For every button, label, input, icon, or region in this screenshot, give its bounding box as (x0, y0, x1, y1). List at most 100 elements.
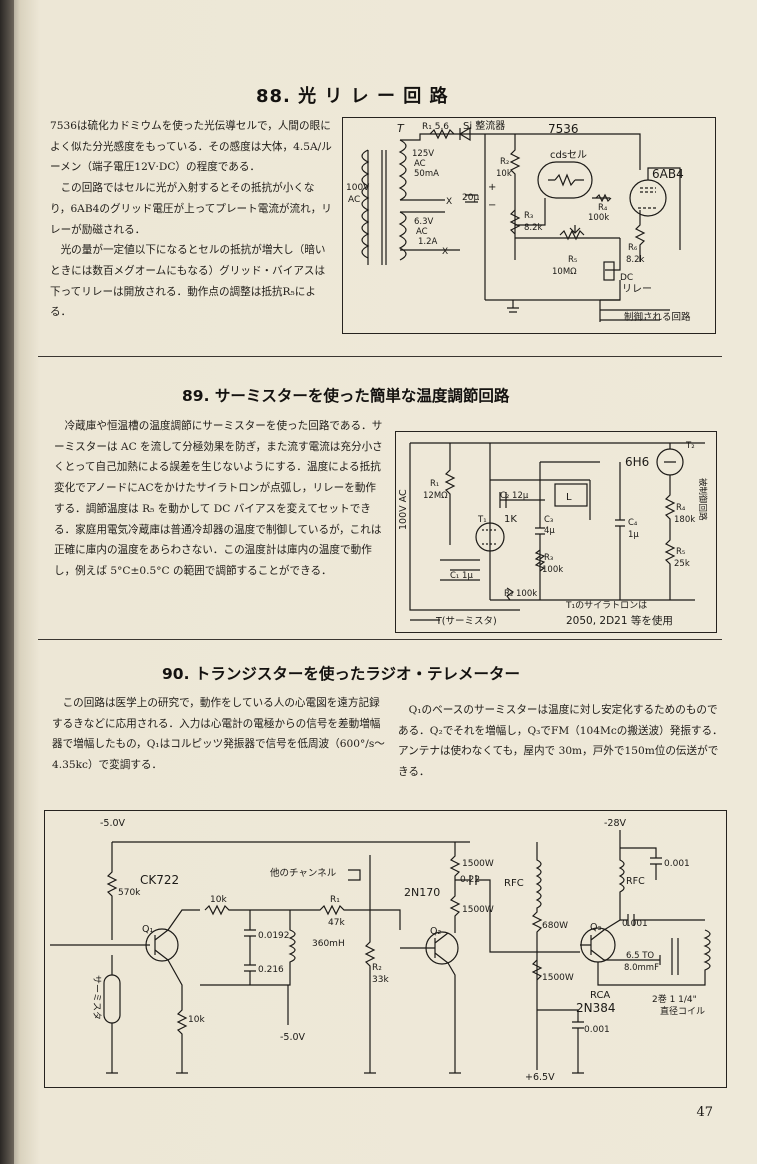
c88-R3b: 8.2k (524, 223, 543, 233)
c88-R4b: 100k (588, 213, 609, 223)
c88-plus: + (488, 182, 496, 193)
c89-R5b: 25k (674, 559, 690, 569)
c90-v5bot: -5.0V (280, 1032, 306, 1043)
c88-T: T (397, 122, 405, 135)
c89-R4b: 180k (674, 515, 695, 525)
c88-dc: DC (620, 273, 633, 283)
section-90-title: 90. トランジスターを使ったラジオ・テレメーター (162, 665, 521, 683)
c88-tube: 6AB4 (652, 167, 684, 181)
c90-rfc2: RFC (626, 876, 645, 887)
c88-125v: 125V (412, 149, 434, 159)
c88-relay: リレー (622, 284, 652, 295)
c89-C4b: 1μ (628, 530, 639, 540)
c90-r1500c: 1500W (542, 973, 574, 983)
c90-v65: +6.5V (525, 1072, 555, 1083)
c90-q3: Q₃ (590, 922, 601, 933)
c89-side: 被制御回路 (697, 478, 708, 521)
c90-ck: CK722 (140, 873, 179, 887)
c89-L: L (566, 492, 572, 503)
c89-R3b: 100k (542, 565, 563, 575)
c89-note2: 2050, 2D21 等を使用 (566, 614, 673, 627)
c90-r570: 570k (118, 888, 141, 898)
c90-v5top: -5.0V (100, 818, 126, 829)
c88-50ma: 50mA (414, 169, 439, 179)
c90-r680: 680W (542, 921, 568, 931)
c90-R1a: R₁ (330, 895, 340, 905)
circuit-89-frame (395, 431, 717, 633)
c89-R1a: R₁ (430, 479, 439, 489)
c88-R5b: 10MΩ (552, 267, 577, 277)
page-number: 47 (696, 1105, 713, 1120)
section-89-para-1: 冷蔵庫や恒温槽の温度調節にサーミスターを使った回路である．サーミスターは AC … (54, 420, 383, 577)
c89-C4a: C₄ (628, 518, 638, 528)
c90-rfc: RFC (504, 878, 524, 889)
c90-r10k1: 10k (210, 895, 227, 905)
section-88-para-3: 光の量が一定値以下になるとセルの抵抗が増大し（暗いときには数百メグオームにもなる… (50, 244, 326, 319)
c88-controlled: 制御される回路 (624, 311, 691, 323)
section-88-para-2: この回路ではセルに光が入射するとその抵抗が小くなり，6AB4のグリッド電圧が上っ… (50, 182, 332, 236)
c89-T2: T₂ (685, 441, 695, 451)
circuit-90-frame (44, 810, 727, 1088)
c90-v28: -28V (604, 818, 627, 829)
c89-note1: T₁のサイラトロンは (565, 600, 647, 611)
c90-q1: Q₁ (142, 924, 153, 935)
c90-therm: サーミスタ (91, 975, 102, 1020)
c89-R3a: R₃ (544, 553, 553, 563)
c90-rca: RCA (590, 990, 610, 1001)
book-binding-shadow (0, 0, 14, 1164)
c88-R2b: 10k (496, 169, 512, 179)
c90-R1b: 47k (328, 918, 345, 928)
c90-c8: 8.0mmF (624, 963, 659, 973)
c88-R5a: R₅ (568, 255, 577, 265)
c88-R6a: R₆ (628, 243, 638, 253)
c88-x1: X (446, 197, 452, 207)
c88-ac1: AC (414, 159, 426, 169)
c90-q2: Q₂ (430, 926, 441, 937)
c88-Si: Si 整流器 (463, 119, 505, 132)
c88-R3a: R₃ (524, 211, 533, 221)
c88-cds: cdsセル (550, 149, 587, 161)
c90-R2a: R₂ (372, 963, 382, 973)
section-88-text: 7536は硫化カドミウムを使った光伝導セルで，人間の眼によく似た分光感度をもって… (50, 116, 332, 323)
c90-R2b: 33k (372, 975, 389, 985)
c89-therm: T(サーミスタ) (435, 616, 497, 627)
c90-c0001b: 0.001 (622, 919, 648, 929)
c90-c0192: 0.0192 (258, 931, 290, 941)
c88-R2a: R₂ (500, 157, 509, 167)
section-89-title: 89. サーミスターを使った簡単な温度調節回路 (182, 387, 510, 405)
c89-R1b: 12MΩ (423, 491, 448, 501)
c90-other: 他のチャンネル (270, 867, 337, 879)
c90-coil2: 直径コイル (660, 1005, 705, 1017)
c90-r1500a: 1500W (462, 859, 494, 869)
c90-r1500b: 1500W (462, 905, 494, 915)
section-88-para-1: 7536は硫化カドミウムを使った光伝導セルで，人間の眼によく似た分光感度をもって… (50, 120, 332, 174)
section-divider-1 (38, 356, 722, 357)
c89-ac100: 100V AC (398, 489, 409, 530)
c90-l360: 360mH (312, 939, 345, 949)
c88-ac2: AC (416, 227, 428, 237)
c90-n384: 2N384 (576, 1001, 616, 1015)
c90-coil1: 2巻 1 1/4" (652, 993, 697, 1005)
c88-minus: − (488, 200, 496, 211)
c89-C1: C₁ 1μ (450, 571, 473, 581)
circuit-88-frame (342, 117, 716, 334)
section-90-text-right: Q₁のベースのサーミスターは温度に対し安定化するためのものである．Q₂でそれを増… (398, 704, 723, 779)
c88-100vac: AC (348, 195, 360, 205)
section-90-text-left: この回路は医学上の研究で，動作をしている人の心電図を遠方記録するきなどに応用され… (52, 697, 385, 772)
c88-63v: 6.3V (414, 217, 434, 227)
c88-part: 7536 (548, 122, 579, 136)
c88-R1: R₁ 5.6 (422, 122, 449, 132)
c88-x2: X (442, 247, 448, 257)
section-89-text: 冷蔵庫や恒温槽の温度調節にサーミスターを使った回路である．サーミスターは AC … (54, 416, 384, 582)
c88-R6b: 8.2k (626, 255, 645, 265)
section-88-title: 88. 光 リ レ ー 回 路 (256, 86, 449, 107)
c90-c022: 0.22 (460, 875, 480, 885)
c90-r10k2: 10k (188, 1015, 205, 1025)
c89-1k: 1K (504, 514, 517, 525)
section-divider-2 (38, 639, 722, 640)
c89-C3a: C₃ (544, 515, 553, 525)
c89-R2: R₂ 100k (504, 589, 537, 599)
